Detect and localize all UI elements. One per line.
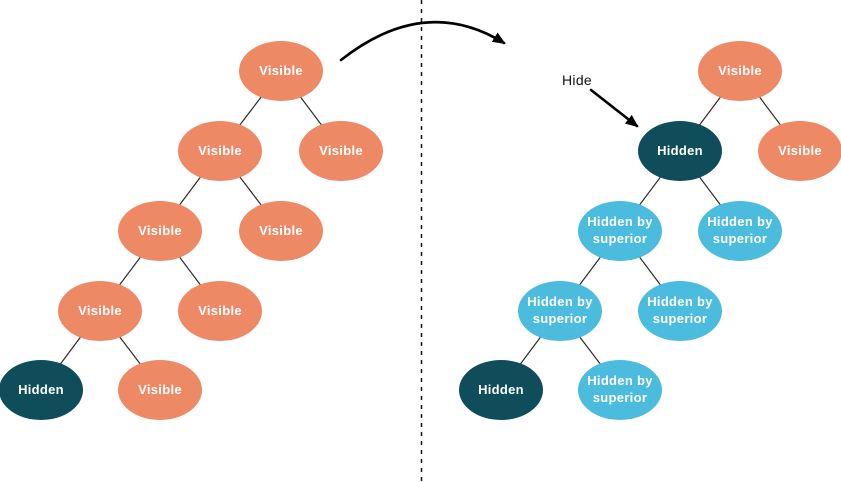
tree-node-visible: Visible [178,121,262,181]
tree-node-visible: Visible [758,121,841,181]
tree-node-visible: Visible [178,281,262,341]
tree-node-hidden-by-superior: Hidden by superior [698,201,782,261]
tree-node-hidden-by-superior: Hidden by superior [578,201,662,261]
tree-node-hidden: Hidden [638,121,722,181]
tree-node-visible: Visible [239,201,323,261]
tree-node-visible: Visible [698,41,782,101]
hide-annotation-label: Hide [562,72,592,88]
tree-node-visible: Visible [58,281,142,341]
tree-node-hidden: Hidden [459,360,543,420]
transition-arrow [339,20,506,62]
tree-node-hidden-by-superior: Hidden by superior [578,360,662,420]
tree-node-visible: Visible [118,201,202,261]
tree-node-hidden-by-superior: Hidden by superior [638,281,722,341]
tree-node-visible: Visible [299,121,383,181]
tree-node-visible: Visible [118,360,202,420]
hide-arrow [589,88,639,128]
tree-node-hidden: Hidden [0,360,83,420]
tree-node-visible: Visible [239,41,323,101]
tree-node-hidden-by-superior: Hidden by superior [518,281,602,341]
